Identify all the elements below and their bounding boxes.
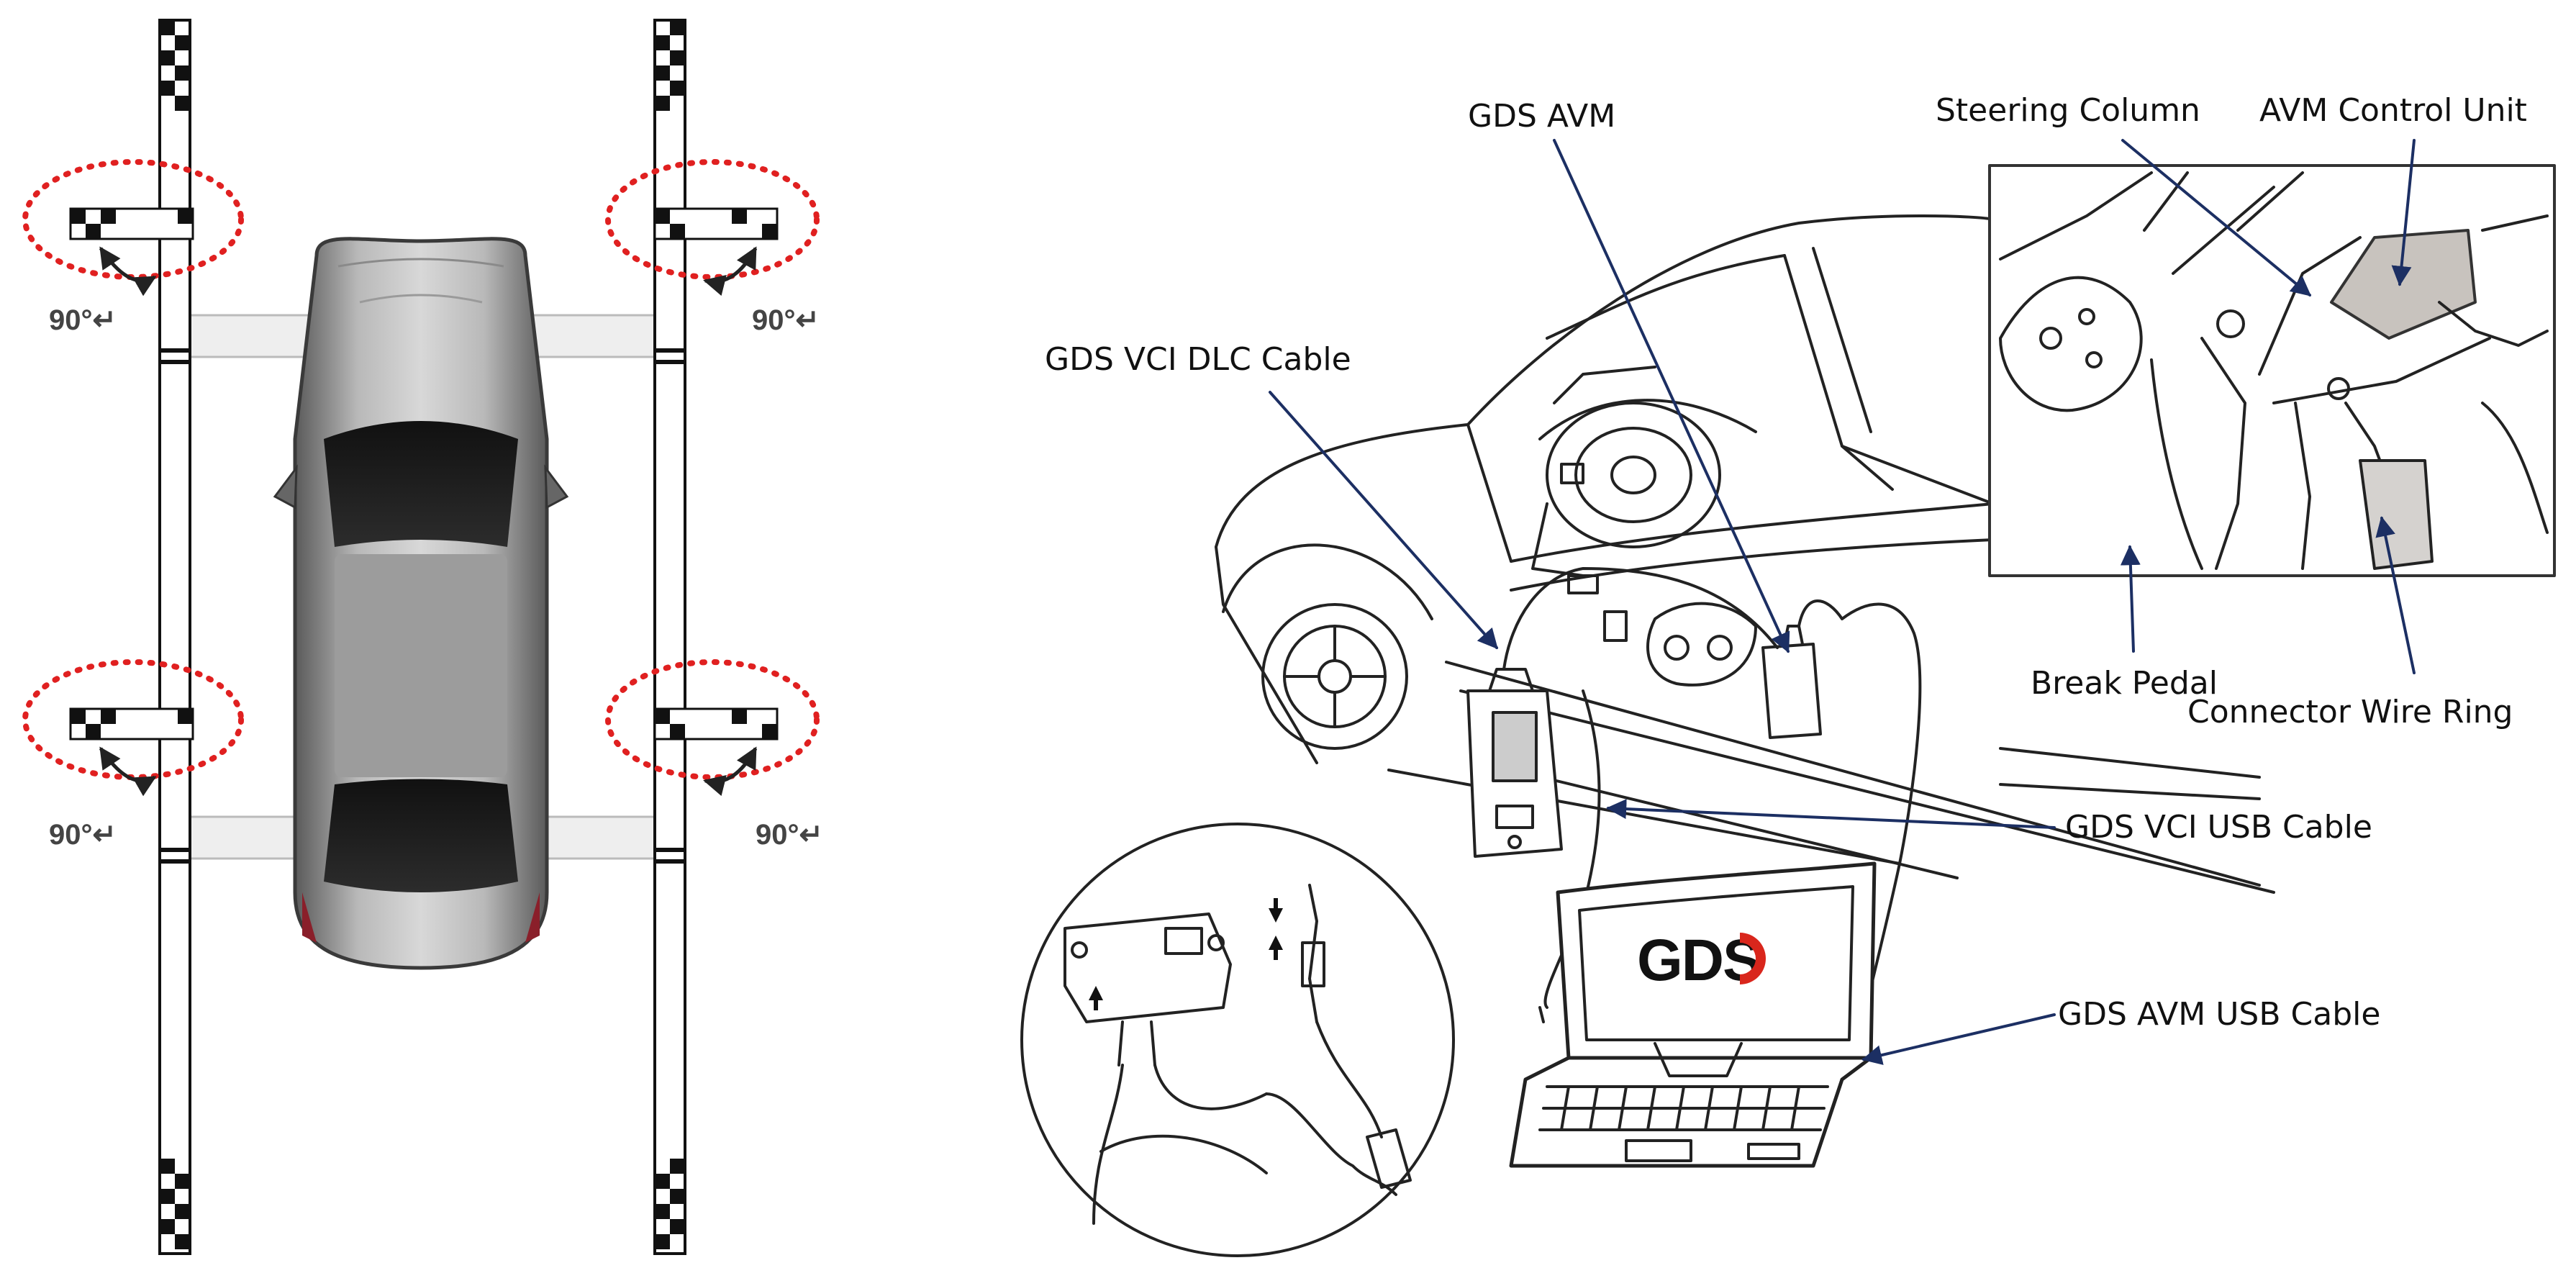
angle-arrow-bottom-left [99, 746, 157, 797]
label-gds-avm-usb-cable: GDS AVM USB Cable [2058, 996, 2381, 1033]
wheel [1222, 543, 1433, 750]
car-interior-drawing [1215, 214, 2275, 894]
angle-label-top-left: 90°↵ [49, 304, 117, 336]
gds-vci-device [1466, 668, 1563, 858]
connection-diagram [1020, 139, 2556, 1257]
callout-arrow-connector-wire-ring [2375, 516, 2416, 674]
pedals-drawing [1646, 602, 1757, 687]
label-gds-avm: GDS AVM [1468, 98, 1616, 135]
label-steering-column: Steering Column [1936, 92, 2200, 129]
left-calibration-bar [69, 19, 194, 1255]
mirror-right [544, 464, 569, 510]
angle-arrow-bottom-right [703, 746, 758, 797]
callout-arrow-gds-avm-usb-cable [1861, 1013, 2056, 1065]
angle-label-bottom-right: 90°↵ [756, 819, 824, 851]
callout-arrow-break-pedal [2120, 545, 2141, 653]
calibration-setup [22, 19, 820, 1255]
steering-wheel [1546, 402, 1721, 548]
angle-arrow-top-left [99, 246, 157, 296]
laptop [1509, 861, 1877, 1168]
rear-window [324, 779, 518, 892]
windshield [324, 421, 518, 547]
callout-arrow-steering-column [2121, 139, 2312, 296]
label-avm-control-unit: AVM Control Unit [2259, 92, 2527, 129]
right-calibration-bar [653, 19, 779, 1255]
label-gds-vci-dlc-cable: GDS VCI DLC Cable [1045, 341, 1351, 378]
angle-label-bottom-left: 90°↵ [49, 819, 117, 851]
gds-avm-device [1761, 625, 1822, 739]
callout-arrow-avm-control-unit [2391, 139, 2416, 286]
label-gds-vci-usb-cable: GDS VCI USB Cable [2065, 809, 2372, 846]
mirror-left [273, 464, 298, 510]
target-ring-top-right [605, 159, 820, 280]
callout-arrows [1269, 139, 2416, 1065]
label-break-pedal: Break Pedal [2031, 665, 2218, 702]
roof [335, 554, 507, 777]
callout-arrow-gds-vci-dlc-cable [1269, 391, 1498, 650]
inset-steering-detail [1988, 164, 2556, 577]
connector-detail-inset [1020, 823, 1455, 1257]
callout-arrow-gds-avm [1553, 139, 1790, 653]
angle-arrow-top-right [703, 246, 758, 296]
car-top-view [273, 237, 569, 970]
label-connector-wire-ring: Connector Wire Ring [2187, 694, 2513, 730]
angle-label-top-right: 90°↵ [752, 304, 820, 336]
angle-arrows [99, 246, 758, 797]
target-ring-bottom-right [605, 659, 820, 780]
callout-arrow-gds-vci-usb-cable [1606, 799, 2056, 829]
